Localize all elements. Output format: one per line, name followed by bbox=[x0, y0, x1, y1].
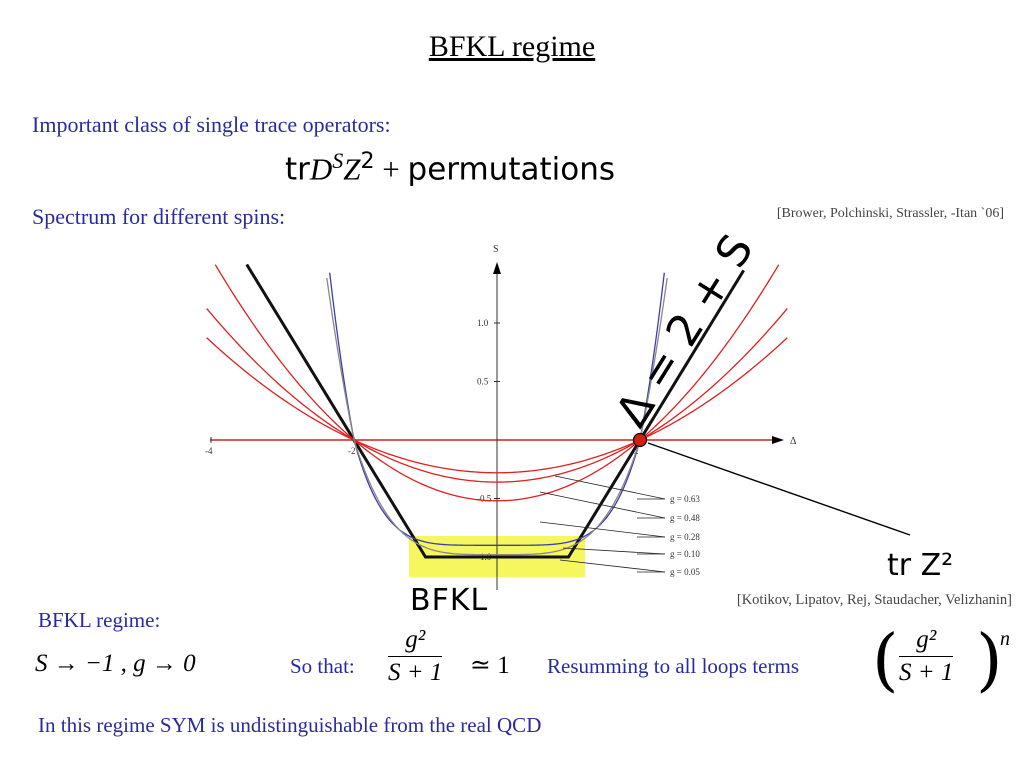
ratio-denominator: S + 1 bbox=[388, 659, 443, 686]
so-that-text: So that: bbox=[290, 654, 355, 678]
legend-pointer bbox=[554, 475, 666, 500]
left-paren: ( bbox=[872, 621, 899, 700]
legend-pointer bbox=[539, 491, 666, 519]
legend-label: g = 0.48 bbox=[670, 513, 700, 523]
operator-plus: + bbox=[382, 151, 400, 187]
ratio-numerator: g² bbox=[405, 626, 426, 653]
trz2-label: tr Z² bbox=[887, 548, 953, 583]
operator-d: D bbox=[309, 151, 333, 187]
limit-formula: S → −1 , g → 0 bbox=[35, 650, 196, 677]
x-axis-arrow bbox=[772, 436, 784, 444]
y-tick-label: -0.5 bbox=[477, 494, 492, 504]
y-tick-label: 1.0 bbox=[477, 318, 489, 328]
operator-s: S bbox=[332, 148, 344, 173]
power-denominator: S + 1 bbox=[899, 659, 954, 686]
legend-label: g = 0.05 bbox=[670, 567, 700, 577]
y-axis-label: S bbox=[493, 244, 499, 255]
legend-label: g = 0.28 bbox=[670, 532, 700, 542]
bfkl-heading: BFKL regime: bbox=[38, 608, 161, 632]
y-axis-arrow bbox=[493, 262, 501, 274]
x-axis-label: Δ bbox=[790, 436, 797, 447]
conclusion-text: In this regime SYM is undistinguishable … bbox=[38, 713, 542, 737]
series-line bbox=[214, 264, 780, 502]
series-line bbox=[206, 337, 788, 474]
x-tick-label: -2 bbox=[348, 446, 356, 456]
citation-top: [Brower, Polchinski, Strassler, -Itan `0… bbox=[776, 206, 1004, 221]
legend-label: g = 0.63 bbox=[670, 494, 700, 504]
operator-power: 2 bbox=[360, 149, 375, 174]
approx-one: ≃ 1 bbox=[470, 652, 510, 679]
legend-pointer bbox=[562, 547, 666, 555]
operator-formula: trDSZ2 + permutations bbox=[285, 148, 615, 187]
series-line bbox=[329, 272, 665, 546]
power-n: n bbox=[1000, 628, 1010, 650]
series-line bbox=[326, 277, 668, 556]
spectrum-text: Spectrum for different spins: bbox=[32, 204, 286, 229]
delta-eq-annotation: Δ = 2 + S bbox=[606, 226, 764, 436]
power-fraction: g² S + 1 bbox=[899, 626, 954, 687]
operator-tr: tr bbox=[285, 151, 310, 188]
bfkl-limit-curve bbox=[245, 263, 745, 559]
operator-suffix: permutations bbox=[407, 151, 616, 188]
page-title: BFKL regime bbox=[428, 30, 596, 63]
right-paren: ) bbox=[976, 621, 1003, 700]
intro-text: Important class of single trace operator… bbox=[32, 112, 391, 137]
ratio-fraction: g² S + 1 bbox=[388, 626, 443, 687]
resum-text: Resumming to all loops terms bbox=[547, 654, 799, 678]
legend-label: g = 0.10 bbox=[670, 549, 700, 559]
power-numerator: g² bbox=[916, 626, 937, 653]
bfkl-label: BFKL bbox=[410, 583, 488, 618]
series-line bbox=[206, 308, 788, 483]
fraction-bar bbox=[388, 656, 443, 657]
power-fraction-bar bbox=[899, 656, 954, 657]
y-tick-label: 0.5 bbox=[477, 377, 489, 387]
legend-pointer bbox=[559, 559, 666, 573]
citation-bottom: [Kotikov, Lipatov, Rej, Staudacher, Veli… bbox=[736, 592, 1012, 608]
x-tick-label: -4 bbox=[205, 446, 213, 456]
trz2-marker bbox=[632, 432, 648, 448]
operator-z: Z bbox=[343, 151, 361, 187]
legend-pointer bbox=[539, 521, 666, 538]
trz2-pointer bbox=[647, 442, 911, 536]
